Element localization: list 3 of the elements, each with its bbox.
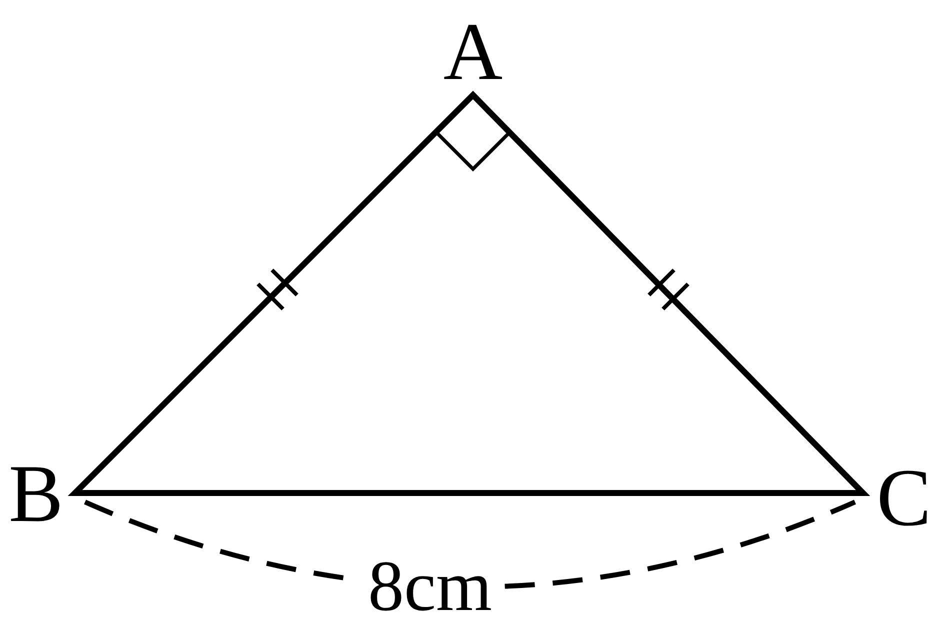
vertex-label: C — [876, 457, 932, 539]
vertex-label: B — [8, 453, 64, 535]
vertex-label: A — [443, 11, 503, 93]
